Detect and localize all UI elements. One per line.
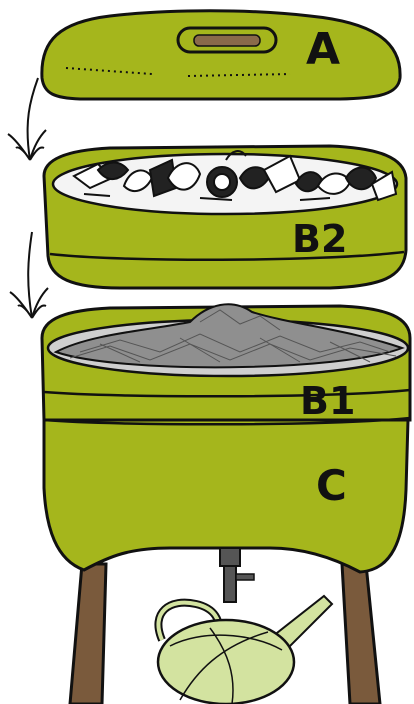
label-lid: A	[306, 24, 340, 75]
left-leg	[70, 564, 106, 704]
down-arrow-icon	[10, 232, 48, 318]
upper-tray: B2	[44, 146, 406, 288]
lid-handle-grip	[194, 35, 260, 46]
can-body	[158, 620, 294, 704]
watering-can-icon	[158, 596, 332, 704]
label-base: C	[316, 461, 347, 510]
down-arrow-icon	[8, 78, 46, 160]
tap-icon	[220, 548, 254, 602]
lid-body	[42, 11, 400, 99]
label-upper-tray: B2	[292, 217, 347, 261]
right-leg	[342, 564, 380, 704]
lid: A	[42, 11, 400, 99]
label-lower-tray: B1	[300, 379, 355, 423]
lower-tray: B1	[42, 304, 410, 424]
